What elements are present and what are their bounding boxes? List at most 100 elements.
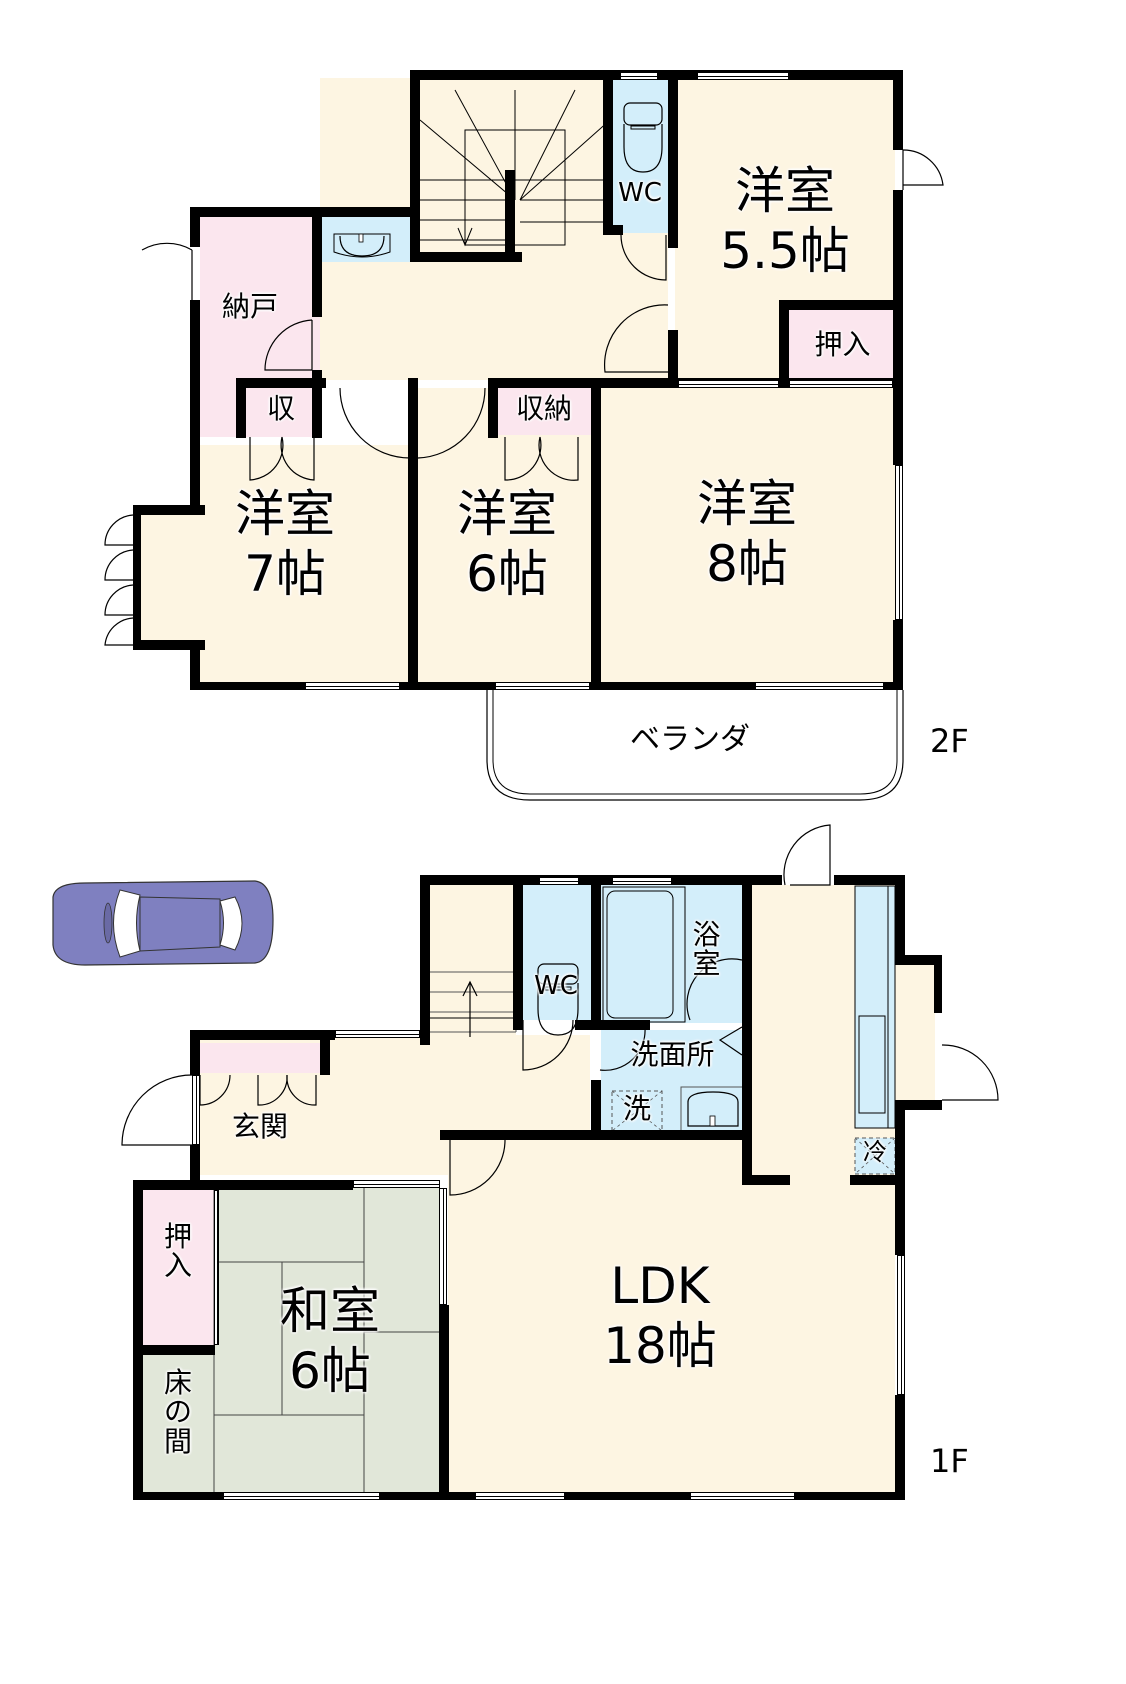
label-wc-1f: WC: [534, 971, 578, 1001]
label-closet-storage: 収納: [515, 392, 572, 425]
car-icon: [52, 880, 274, 966]
room-washroom: [601, 1030, 744, 1132]
wall: [420, 875, 602, 885]
wall: [312, 370, 322, 438]
wall: [668, 70, 678, 248]
label-oshiire-2f: 押入: [814, 328, 871, 361]
wall: [590, 682, 755, 690]
room-closet-small: [244, 388, 317, 435]
stairs-icon: [419, 89, 611, 247]
wall: [190, 207, 200, 247]
wall: [133, 1180, 353, 1190]
wall: [410, 252, 522, 262]
wall: [603, 225, 623, 235]
window: [697, 72, 789, 80]
wall: [779, 300, 903, 310]
wall: [668, 330, 678, 385]
window: [678, 380, 779, 388]
room-kitchen-bay: [895, 965, 935, 1100]
wall: [742, 1175, 790, 1185]
wall: [380, 1492, 475, 1500]
window: [897, 1255, 905, 1395]
label-western-7-size: 7帖: [244, 545, 326, 603]
wall: [603, 70, 613, 235]
wall: [895, 1100, 942, 1110]
window: [192, 1075, 200, 1145]
wall: [575, 1020, 650, 1030]
wall: [408, 378, 418, 690]
wall: [190, 300, 200, 513]
wall: [190, 207, 420, 217]
room-oshiire-2f: [787, 310, 895, 383]
room-western-7-bay: [140, 510, 205, 645]
wall: [934, 955, 942, 1013]
wall: [742, 875, 752, 1185]
label-oshiire-1f: 押 入: [163, 1220, 192, 1283]
window: [789, 380, 893, 388]
label-western-8-size: 8帖: [706, 535, 788, 593]
window: [690, 1492, 795, 1500]
wall: [410, 70, 420, 262]
room-western-6: [418, 388, 594, 685]
wall: [895, 1395, 905, 1500]
door-swing-icon: [121, 824, 999, 1196]
room-shoe-closet: [200, 1043, 320, 1073]
wall: [591, 378, 601, 690]
window: [214, 1190, 219, 1345]
label-closet-small: 収: [266, 392, 295, 425]
window: [335, 1030, 420, 1038]
label-western-6-name: 洋室: [457, 485, 557, 543]
room-ldk: [448, 1140, 895, 1495]
label-tokonoma: 床 の 間: [163, 1366, 192, 1458]
label-ldk-size: 18帖: [603, 1317, 717, 1375]
window: [895, 465, 903, 620]
wall: [505, 170, 515, 262]
wall: [513, 875, 523, 1030]
label-storeroom: 納戸: [221, 290, 278, 323]
stairs-icon: [430, 1017, 516, 1019]
window: [353, 1180, 440, 1188]
wall: [895, 955, 942, 965]
label-veranda: ベランダ: [630, 722, 750, 757]
label-western-5-5-size: 5.5帖: [720, 222, 850, 280]
wall: [893, 70, 903, 150]
floor-tag-1f: 1F: [930, 1442, 969, 1480]
wall: [591, 875, 601, 1030]
wall: [320, 1030, 330, 1075]
wall: [133, 505, 141, 650]
room-washitsu: [214, 1182, 439, 1495]
wall: [133, 1345, 215, 1355]
window: [305, 682, 400, 690]
sink-icon: [333, 233, 391, 258]
window: [539, 877, 579, 885]
wall: [420, 875, 430, 1045]
wall: [440, 1130, 450, 1138]
room-western-7: [200, 445, 410, 685]
window: [223, 1492, 380, 1500]
window: [612, 877, 672, 885]
wall: [190, 1030, 200, 1075]
wall: [850, 1175, 902, 1185]
wall: [133, 1492, 223, 1500]
label-washitsu-size: 6帖: [289, 1342, 371, 1400]
label-western-6-size: 6帖: [466, 545, 548, 603]
label-western-8-name: 洋室: [697, 475, 797, 533]
wall: [190, 1030, 335, 1040]
wall: [190, 640, 200, 690]
door-swing-icon: [104, 149, 944, 801]
label-western-7-name: 洋室: [235, 485, 335, 543]
wall: [795, 1492, 905, 1500]
room-wc-1f: [523, 885, 591, 1020]
wall: [895, 1100, 905, 1255]
wall: [312, 207, 322, 317]
wall: [884, 682, 903, 690]
wall: [440, 1130, 752, 1140]
wall: [602, 875, 782, 885]
wall: [895, 875, 905, 955]
wall: [400, 682, 495, 690]
wall: [834, 875, 904, 885]
window: [755, 682, 884, 690]
wall: [236, 378, 326, 388]
label-washer: 洗: [622, 1092, 651, 1125]
wall: [190, 1145, 200, 1190]
